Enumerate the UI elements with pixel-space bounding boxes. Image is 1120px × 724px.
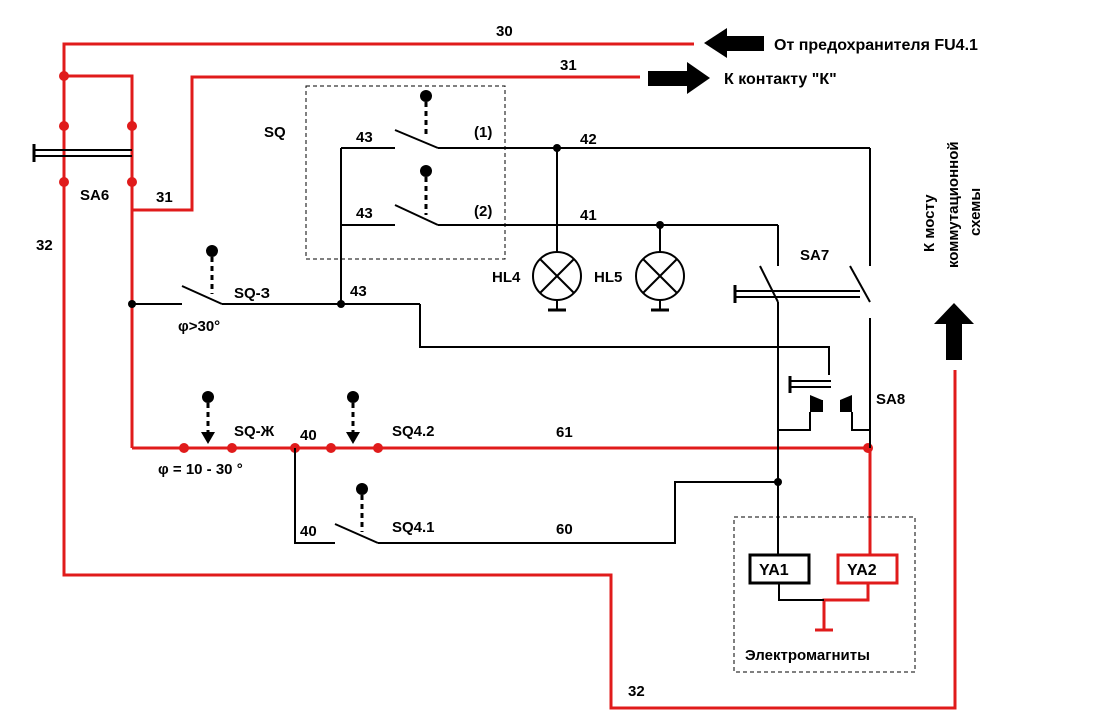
text-labels: От предохранителя FU4.1 К контакту "К" К… <box>36 23 984 700</box>
wire-ya2-ground <box>822 583 870 630</box>
label-sqzh: SQ-Ж <box>234 423 275 440</box>
label-sq41: SQ4.1 <box>392 519 435 536</box>
label-sq-contact1: (1) <box>474 124 492 141</box>
label-sa7: SA7 <box>800 247 829 264</box>
sq3-blade <box>181 285 223 305</box>
label-to-bridge-1: К мосту <box>921 194 938 252</box>
sa6-actuator <box>32 144 132 162</box>
wire-sa8-left <box>778 412 811 431</box>
junction-dot-icon <box>128 300 136 308</box>
label-hl4: HL4 <box>492 269 521 286</box>
junction-dot-icon <box>373 443 383 453</box>
arrow-left-icon <box>704 28 764 58</box>
wire-label-30: 30 <box>496 23 513 40</box>
label-angle-sq3: φ>30° <box>178 318 220 335</box>
junction-dot-icon <box>127 177 137 187</box>
sq-actuators <box>206 90 432 532</box>
sa7-blade-2 <box>849 265 871 303</box>
wire-label-43-sq1: 43 <box>356 129 373 146</box>
junction-dot-icon <box>774 478 782 486</box>
cam-actuators <box>201 391 360 444</box>
junction-dot-icon <box>337 300 345 308</box>
ya1-box <box>748 553 811 585</box>
label-sq-contact2: (2) <box>474 203 492 220</box>
label-electromagnets: Электромагниты <box>745 647 870 664</box>
junction-dot-icon <box>656 221 664 229</box>
label-hl5: HL5 <box>594 269 622 286</box>
ya2-box <box>836 553 899 585</box>
junction-dot-icon <box>553 144 561 152</box>
wire-43-to-sa8 <box>419 304 830 375</box>
junction-dot-icon <box>59 71 69 81</box>
wire-label-31-sa6: 31 <box>156 189 173 206</box>
label-ya2: YA2 <box>847 562 877 579</box>
wire-label-42: 42 <box>580 131 597 148</box>
junction-dot-icon <box>863 443 873 453</box>
junction-dot-icon <box>127 121 137 131</box>
lamp-icon <box>635 251 685 312</box>
label-ya1: YA1 <box>759 562 789 579</box>
label-sa8: SA8 <box>876 391 905 408</box>
lamp-icon <box>532 251 582 312</box>
wire-label-41: 41 <box>580 207 597 224</box>
red-wires <box>62 42 957 710</box>
junction-dot-icon <box>59 121 69 131</box>
sq2-blade <box>394 204 439 226</box>
junction-dot-icon <box>59 177 69 187</box>
label-to-bridge-3: схемы <box>967 188 984 236</box>
wire-60 <box>378 481 778 544</box>
wire-31 <box>64 74 640 212</box>
label-sq3: SQ-З <box>234 285 270 302</box>
label-to-bridge-2: коммутационной <box>945 141 962 268</box>
label-sq: SQ <box>264 124 286 141</box>
sq-enclosure <box>305 85 506 260</box>
wire-label-60: 60 <box>556 521 573 538</box>
wire-label-40-bottom: 40 <box>300 523 317 540</box>
sq41-blade <box>334 523 379 544</box>
wire-label-43-sq3: 43 <box>350 283 367 300</box>
wire-label-43-sq2: 43 <box>356 205 373 222</box>
wire-30 <box>62 42 957 710</box>
arrow-right-icon <box>648 62 710 94</box>
label-sa6: SA6 <box>80 187 109 204</box>
wire-label-32-left: 32 <box>36 237 53 254</box>
wire-label-61: 61 <box>556 424 573 441</box>
junction-dot-icon <box>326 443 336 453</box>
label-angle-sqzh: φ = 10 - 30 ° <box>158 461 243 478</box>
label-to-contact: К контакту "К" <box>724 71 837 88</box>
sa7-actuator <box>733 285 860 303</box>
wire-sa8-right <box>851 412 870 431</box>
red-junctions <box>59 71 873 453</box>
arrow-up-icon <box>934 303 974 360</box>
wire-40 <box>294 448 335 544</box>
label-sq42: SQ4.2 <box>392 423 435 440</box>
wire-label-40-top: 40 <box>300 427 317 444</box>
junction-dot-icon <box>179 443 189 453</box>
label-from-fuse: От предохранителя FU4.1 <box>774 37 978 54</box>
black-junctions <box>128 144 782 486</box>
wire-label-32-bottom: 32 <box>628 683 645 700</box>
wire-ya1-ground <box>778 583 824 601</box>
black-wires <box>132 129 871 601</box>
junction-dot-icon <box>227 443 237 453</box>
sq1-blade <box>394 129 439 149</box>
sa8-button <box>788 376 852 412</box>
wire-label-31-top: 31 <box>560 57 577 74</box>
